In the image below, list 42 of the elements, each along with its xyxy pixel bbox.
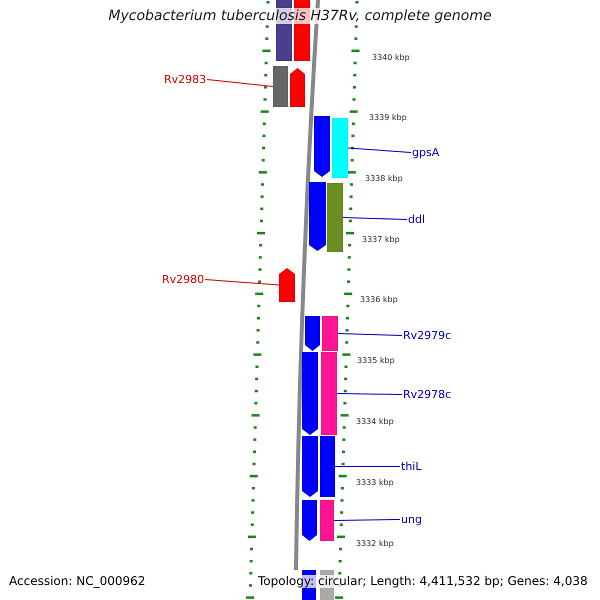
scale-label: 3332 kbp	[356, 539, 394, 548]
scale-label: 3336 kbp	[360, 295, 398, 304]
gene-feature	[273, 66, 288, 107]
leader-line	[342, 217, 408, 220]
scale-label: 3339 kbp	[369, 113, 407, 122]
scale-label: 3340 kbp	[372, 53, 410, 62]
gene-label: Rv2983	[164, 73, 206, 86]
gene-feature	[279, 268, 295, 302]
gene-feature	[309, 182, 326, 251]
gene-label: Rv2978c	[403, 388, 452, 401]
leader-line	[336, 393, 402, 395]
gene-feature	[290, 68, 305, 107]
footer-text: Accession: NC_000962	[9, 575, 146, 588]
scale-label: 3338 kbp	[365, 174, 403, 183]
gene-label: ung	[401, 513, 422, 526]
gene-label: thiL	[401, 460, 422, 473]
leader-line	[348, 148, 412, 153]
leader-line	[204, 279, 280, 286]
title: Mycobacterium tuberculosis H37Rv, complete genome	[108, 8, 492, 24]
gene-feature	[302, 436, 318, 497]
gene-feature	[305, 316, 320, 351]
leader-line	[334, 466, 400, 467]
leader-line	[334, 519, 400, 521]
scale-label: 3337 kbp	[362, 235, 400, 244]
gene-label: Rv2979c	[403, 329, 452, 342]
gene-feature	[327, 183, 343, 252]
gene-feature	[320, 436, 335, 497]
gene-label: Rv2980	[162, 273, 204, 286]
gene-feature	[332, 118, 348, 178]
gene-label: gpsA	[412, 146, 440, 159]
footer-text: Topology: circular; Length: 4,411,532 bp; Genes: 4,038	[258, 575, 588, 588]
scale-label: 3333 kbp	[356, 478, 394, 487]
gene-label: ddl	[408, 213, 426, 226]
gene-feature	[321, 352, 337, 435]
gene-feature	[302, 500, 317, 541]
gene-feature	[322, 316, 338, 351]
scale-label: 3335 kbp	[357, 356, 395, 365]
gene-feature	[320, 500, 334, 541]
scale-label: 3334 kbp	[356, 417, 394, 426]
leader-line	[206, 79, 274, 87]
leader-line	[338, 333, 402, 336]
gene-feature	[314, 116, 330, 177]
